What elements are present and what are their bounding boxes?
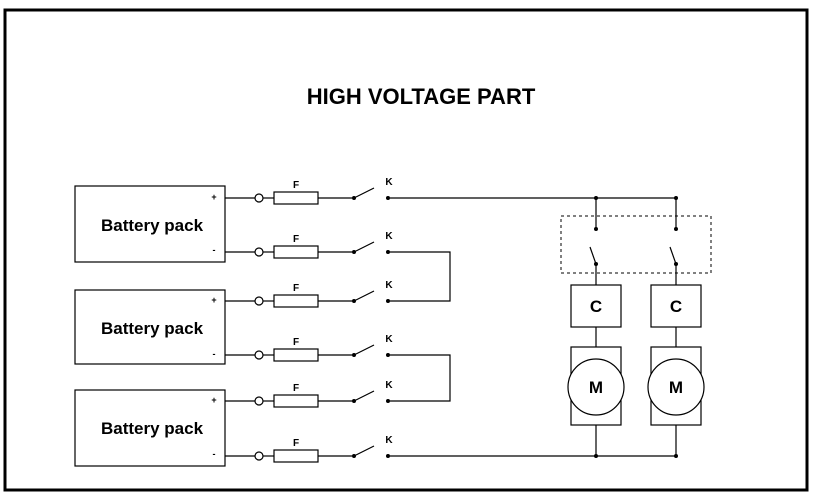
motor-icon (567, 358, 625, 416)
terminal-connector-icon (254, 451, 264, 461)
diagram-title: HIGH VOLTAGE PART (307, 84, 536, 109)
plus-terminal: + (211, 395, 216, 405)
plus-terminal: + (211, 192, 216, 202)
battery-pack-2: Battery pack + - (74, 289, 226, 365)
diagram-frame (3, 8, 809, 492)
minus-terminal: - (213, 349, 216, 359)
battery-pack-label: Battery pack (101, 419, 204, 438)
contactor-switch-icon (353, 187, 375, 199)
contactor-label: K (385, 231, 393, 242)
contactor-label: K (385, 435, 393, 446)
contactor-switch-icon (353, 290, 375, 302)
fuse-icon (273, 245, 319, 259)
fuse-icon (273, 348, 319, 362)
terminal-connector-icon (254, 296, 264, 306)
contact-dot (386, 250, 390, 254)
junction-dot (674, 454, 678, 458)
contactor-switch-icon (353, 445, 375, 457)
fuse-icon (273, 191, 319, 205)
branch-contactor-icon (589, 246, 597, 265)
contact-dot (674, 227, 678, 231)
junction-dot (594, 454, 598, 458)
motor-branch: CM (647, 196, 705, 458)
controller-box (570, 284, 622, 328)
fuse-label: F (293, 438, 299, 449)
terminal-connector-icon (254, 193, 264, 203)
contact-dot (386, 454, 390, 458)
motor-branch: CM (567, 196, 625, 458)
controller-label: C (670, 297, 682, 316)
fuse-label: F (293, 234, 299, 245)
battery-pack-1: Battery pack + - (74, 185, 226, 263)
motor-icon (647, 358, 705, 416)
contact-dot (386, 353, 390, 357)
motor-label: M (669, 378, 683, 397)
contactor-label: K (385, 380, 393, 391)
contactor-switch-icon (353, 241, 375, 253)
contactor-label: K (385, 280, 393, 291)
contactor-switch-icon (353, 390, 375, 402)
terminal-connector-icon (254, 247, 264, 257)
contactor-enclosure (560, 215, 712, 274)
fuse-label: F (293, 337, 299, 348)
motor-label: M (589, 378, 603, 397)
contactor-label: K (385, 334, 393, 345)
terminal-connector-icon (254, 350, 264, 360)
fuse-icon (273, 294, 319, 308)
minus-terminal: - (213, 245, 216, 255)
branch-contactor-icon (669, 246, 677, 265)
fuse-icon (273, 394, 319, 408)
contactor-label: K (385, 177, 393, 188)
contact-dot (594, 227, 598, 231)
fuse-label: F (293, 180, 299, 191)
contact-dot (386, 196, 390, 200)
fuse-label: F (293, 283, 299, 294)
terminal-connector-icon (254, 396, 264, 406)
contactor-switch-icon (353, 344, 375, 356)
fuse-label: F (293, 383, 299, 394)
series-link-1-2 (390, 251, 451, 302)
plus-terminal: + (211, 295, 216, 305)
minus-terminal: - (213, 449, 216, 459)
battery-pack-3: Battery pack + - (74, 389, 226, 467)
contact-dot (386, 299, 390, 303)
fuse-icon (273, 449, 319, 463)
battery-pack-label: Battery pack (101, 319, 204, 338)
controller-label: C (590, 297, 602, 316)
series-link-2-3 (390, 354, 451, 402)
controller-box (650, 284, 702, 328)
contact-dot (386, 399, 390, 403)
battery-pack-label: Battery pack (101, 216, 204, 235)
